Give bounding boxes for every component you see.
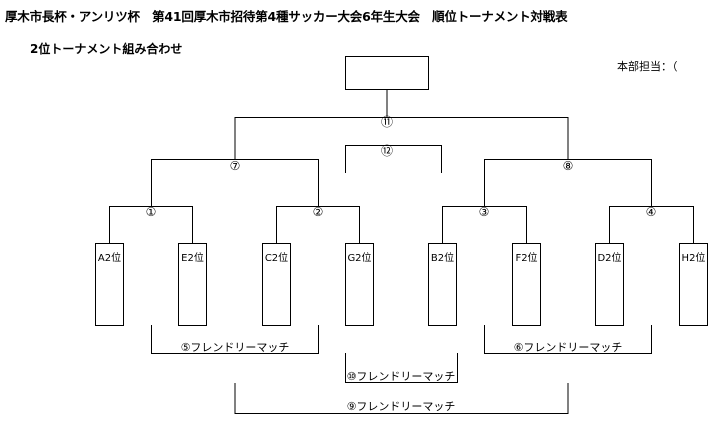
team-label: G2位 xyxy=(347,251,371,264)
team-box xyxy=(95,243,124,326)
team-box xyxy=(428,243,457,326)
match-12-label: ⑫ xyxy=(381,144,393,158)
team-box xyxy=(595,243,624,326)
team-box xyxy=(345,243,374,326)
final-bracket xyxy=(234,117,569,159)
bracket-subtitle: 2位トーナメント組み合わせ xyxy=(30,42,183,56)
friendly-10-bracket xyxy=(345,353,458,383)
match-4-label: ④ xyxy=(646,205,657,219)
team-label: B2位 xyxy=(431,251,454,264)
match-1-label: ① xyxy=(146,205,157,219)
champion-box xyxy=(345,56,429,90)
page-title: 厚木市長杯・アンリツ杯 第41回厚木市招待第4種サッカー大会6年生大会 順位トー… xyxy=(5,9,568,24)
team-box xyxy=(512,243,541,326)
match-7-label: ⑦ xyxy=(230,159,241,173)
friendly-6-label: ⑥フレンドリーマッチ xyxy=(514,341,623,354)
friendly-5-label: ⑤フレンドリーマッチ xyxy=(181,341,290,354)
staff-label: 本部担当：（ xyxy=(617,60,678,73)
semifinal-7-bracket xyxy=(151,159,319,206)
match-3-label: ③ xyxy=(479,205,490,219)
team-label: D2位 xyxy=(597,251,621,264)
match-2-bracket xyxy=(276,206,360,243)
third-place-bracket xyxy=(345,145,442,173)
team-label: F2位 xyxy=(515,251,537,264)
match-4-bracket xyxy=(609,206,694,243)
team-box xyxy=(679,243,708,326)
friendly-9-label: ⑨フレンドリーマッチ xyxy=(347,400,456,413)
semifinal-8-bracket xyxy=(484,159,652,206)
match-2-label: ② xyxy=(313,205,324,219)
team-label: A2位 xyxy=(98,251,121,264)
team-label: C2位 xyxy=(265,251,288,264)
match-3-bracket xyxy=(442,206,527,243)
team-box xyxy=(178,243,207,326)
team-box xyxy=(262,243,291,326)
friendly-10-label: ⑩フレンドリーマッチ xyxy=(347,370,456,383)
match-1-bracket xyxy=(109,206,193,243)
friendly-5-bracket xyxy=(151,325,319,354)
friendly-6-bracket xyxy=(484,325,652,354)
team-label: H2位 xyxy=(682,251,706,264)
match-8-label: ⑧ xyxy=(563,159,574,173)
match-11-label: ⑪ xyxy=(381,115,393,129)
team-label: E2位 xyxy=(181,251,204,264)
friendly-9-bracket xyxy=(234,383,569,414)
